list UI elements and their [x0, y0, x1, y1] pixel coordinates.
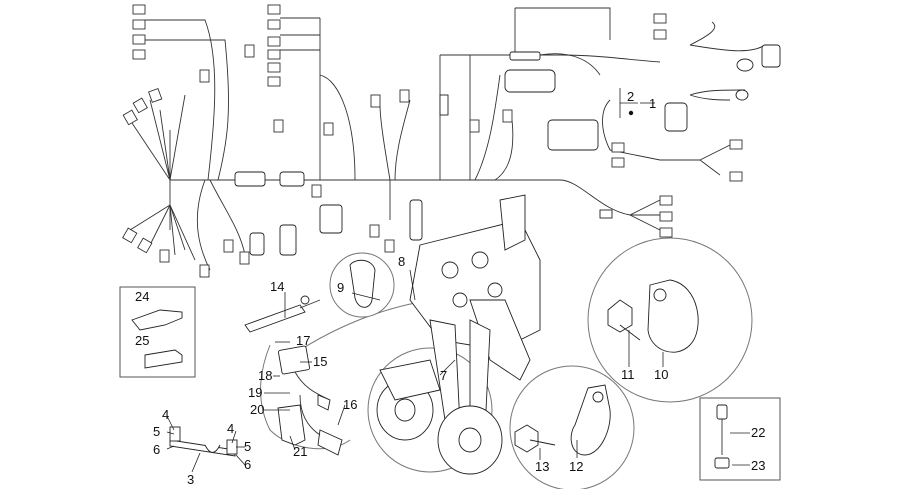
callout-15: 15 — [313, 354, 327, 369]
callout-11: 11 — [621, 367, 635, 382]
callout-2: 2 — [627, 89, 634, 104]
callout-8: 8 — [398, 254, 405, 269]
legend-bracket — [619, 88, 638, 118]
callout-19: 19 — [248, 385, 262, 400]
sensor-box — [699, 397, 781, 481]
callout-12: 12 — [569, 459, 583, 474]
callout-23: 23 — [751, 458, 765, 473]
callout-5b: 5 — [244, 439, 251, 454]
bracket-box — [119, 286, 196, 378]
callout-21: 21 — [293, 444, 307, 459]
sensor-cable — [244, 295, 321, 333]
callout-25: 25 — [135, 333, 149, 348]
main-harness — [129, 7, 766, 271]
harness-connectors — [234, 44, 781, 256]
callout-4a: 4 — [162, 407, 169, 422]
callout-17: 17 — [296, 333, 310, 348]
callout-4b: 4 — [227, 421, 234, 436]
callout-labels: 1 2 3 4 4 5 5 6 6 7 8 9 10 11 12 13 14 1… — [135, 89, 765, 487]
clip-detail — [514, 384, 611, 456]
callout-20: 20 — [250, 402, 264, 417]
harness-tags — [122, 4, 743, 278]
callout-18: 18 — [258, 368, 272, 383]
rectifier-group — [260, 344, 351, 456]
callout-24: 24 — [135, 289, 149, 304]
legend-dot — [628, 110, 634, 116]
callout-6a: 6 — [153, 442, 160, 457]
callout-7: 7 — [440, 368, 447, 383]
strap-detail — [349, 259, 376, 308]
callout-3: 3 — [187, 472, 194, 487]
callout-13: 13 — [535, 459, 549, 474]
callout-14: 14 — [270, 279, 284, 294]
callout-1: 1 — [649, 96, 656, 111]
callout-9: 9 — [337, 280, 344, 295]
callout-10: 10 — [654, 367, 668, 382]
sensor-box-frame — [699, 397, 781, 481]
callout-22: 22 — [751, 425, 765, 440]
scooter-front-assembly — [376, 194, 541, 475]
callout-16: 16 — [343, 397, 357, 412]
callout-6b: 6 — [244, 457, 251, 472]
leader-lines — [166, 102, 750, 473]
callout-5a: 5 — [153, 424, 160, 439]
clamp-detail — [607, 279, 699, 353]
